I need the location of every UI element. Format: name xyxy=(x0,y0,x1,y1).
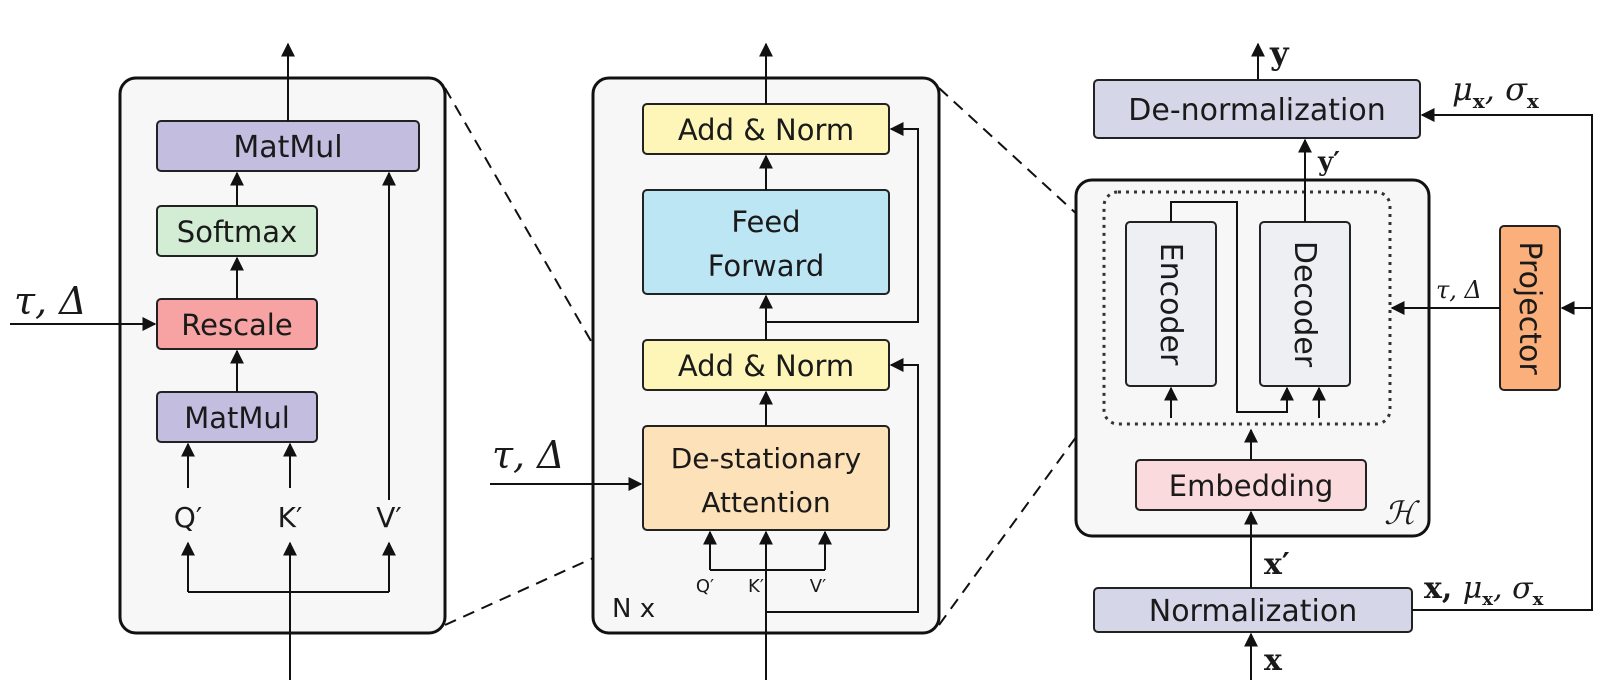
k-prime-label: K′ xyxy=(278,501,303,534)
attention-label-2: Attention xyxy=(701,486,830,519)
x-prime-label: x′ xyxy=(1264,547,1290,582)
k-prime-small: K′ xyxy=(748,576,764,597)
projector-label: Projector xyxy=(1512,241,1547,375)
normalization-label: Normalization xyxy=(1149,594,1357,629)
embedding-label: Embedding xyxy=(1169,469,1333,503)
matmul-bottom-label: MatMul xyxy=(184,401,290,435)
denormalization-box xyxy=(1093,79,1421,139)
encoder-decoder-group xyxy=(1102,190,1392,426)
softmax-label: Softmax xyxy=(177,215,297,249)
tau-delta-right: τ, Δ xyxy=(1436,276,1482,304)
attention-detail-panel: MatMul Softmax Rescale MatMul Q′ K′ V′ τ… xyxy=(10,42,447,680)
tau-delta-middle: τ, Δ xyxy=(492,433,565,477)
h-label: ℋ xyxy=(1384,494,1420,532)
v-prime-label: V′ xyxy=(376,501,402,534)
feed-forward-label-2: Forward xyxy=(708,249,825,283)
denormalization-label: De-normalization xyxy=(1128,93,1385,128)
mu-sigma-top: μx, σx xyxy=(1452,70,1540,113)
q-prime-small: Q′ xyxy=(696,576,714,597)
y-prime-label: y′ xyxy=(1317,147,1340,177)
model-overview-panel: y De-normalization μx, σx Encoder Decode… xyxy=(1074,34,1593,680)
encoder-layer-panel: Add & Norm Feed Forward Add & Norm De-st… xyxy=(490,42,941,680)
v-prime-small: V′ xyxy=(810,576,826,597)
rescale-label: Rescale xyxy=(181,308,292,342)
add-norm-bottom-label: Add & Norm xyxy=(678,349,854,383)
attention-label-1: De-stationary xyxy=(671,442,862,475)
output-y-label: y xyxy=(1269,34,1290,72)
feed-forward-label-1: Feed xyxy=(731,205,800,239)
q-prime-label: Q′ xyxy=(174,501,202,534)
tau-delta-left: τ, Δ xyxy=(14,279,87,323)
repeat-label: N x xyxy=(612,594,655,624)
x-mu-sigma-bottom: x, μx, σx xyxy=(1424,571,1544,610)
decoder-label: Decoder xyxy=(1287,241,1322,368)
encoder-label: Encoder xyxy=(1153,243,1188,366)
matmul-top-label: MatMul xyxy=(233,130,342,165)
input-x-label: x xyxy=(1264,643,1283,678)
add-norm-top-label: Add & Norm xyxy=(678,113,854,147)
